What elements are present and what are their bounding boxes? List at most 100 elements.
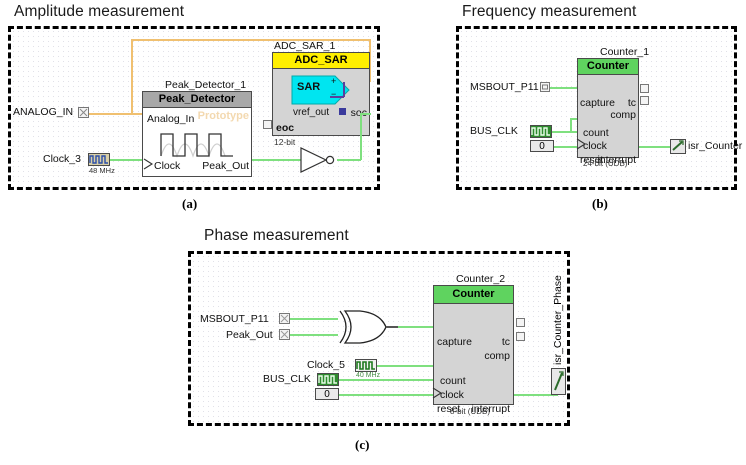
clock-input-marker-icon — [143, 158, 154, 170]
clock-input-marker-icon — [576, 138, 587, 150]
pin-reset-c: reset — [437, 403, 461, 415]
clock3-icon — [88, 153, 110, 166]
msbout-terminal-c — [279, 313, 290, 324]
sar-minus-sign: − — [331, 89, 337, 99]
wire-soc-riser — [360, 113, 362, 160]
counter1-width-label: 24-bit (UDB) — [583, 159, 628, 168]
wire-vref-loop — [330, 96, 344, 98]
adc-resolution-label: 12-bit — [274, 137, 296, 147]
panel-a-caption: (a) — [182, 196, 198, 211]
wire-clock3-to-peakdet — [110, 159, 171, 161]
pin-interrupt: interrupt — [597, 154, 636, 166]
msbout-label-c: MSBOUT_P11 — [200, 313, 269, 325]
const-zero-value-c: 0 — [324, 389, 330, 400]
wire-inverter-to-soc — [337, 159, 361, 161]
panel-b-title: Frequency measurement — [462, 3, 637, 20]
adc-sar-block[interactable]: ADC_SAR SAR + − vref_out eoc soc — [272, 52, 370, 136]
wire-const-to-reset-c — [339, 394, 446, 396]
xor-gate-icon[interactable] — [334, 309, 390, 345]
wire-analog-riser — [131, 39, 133, 114]
isr-counter-phase-block[interactable] — [551, 368, 566, 395]
pin-comp: comp — [610, 109, 636, 121]
clock3-frequency: 48 MHz — [89, 166, 115, 175]
wire-interrupt-to-isr — [639, 146, 671, 148]
panel-a-title: Amplitude measurement — [14, 3, 185, 20]
clock3-label: Clock_3 — [43, 153, 81, 165]
wire-analog-top — [131, 39, 370, 41]
adc-sar-body: SAR + − vref_out eoc soc — [273, 69, 369, 136]
wire-msbout-to-xor — [290, 318, 338, 320]
wire-clock5-to-count — [377, 365, 446, 367]
pin-count: count — [583, 127, 609, 139]
clock5-frequency: 40 MHz — [356, 372, 381, 379]
panel-c-caption: (c) — [355, 437, 370, 452]
wire-vref-loop-vertical — [343, 82, 345, 97]
peak-detector-block[interactable]: Peak_Detector Analog_In Clock Peak_Out P… — [142, 91, 252, 177]
tc-terminal-c — [516, 318, 525, 327]
pin-comp-c: comp — [484, 350, 510, 362]
counter1-instance-label: Counter_1 — [600, 46, 650, 58]
pin-soc: soc — [350, 107, 367, 119]
wire-busclk-to-clock-c — [339, 379, 446, 381]
pin-capture: capture — [580, 97, 616, 109]
counter2-block[interactable]: Counter capture count clock reset tc com… — [432, 285, 514, 415]
busclk-icon-c — [317, 373, 339, 386]
peak-detector-watermark: Prototype — [197, 110, 249, 122]
wire-soc-into-adc — [360, 113, 371, 115]
isr-counter-phase-label: isr_Counter_Phase — [552, 275, 564, 365]
wire-peakout-to-xor — [290, 334, 338, 336]
pin-peak-out: Peak_Out — [202, 160, 249, 172]
busclk-icon — [530, 125, 552, 138]
clock5-icon — [355, 359, 377, 372]
pin-interrupt-c: interrupt — [471, 403, 510, 415]
wire-xor-out-to-capture — [398, 326, 446, 328]
busclk-label: BUS_CLK — [470, 125, 518, 137]
counter1-block[interactable]: Counter capture count clock reset tc com… — [576, 58, 639, 166]
comp-terminal — [640, 96, 649, 105]
msbout-label: MSBOUT_P11 — [470, 81, 539, 93]
peak-detector-header: Peak_Detector — [143, 92, 251, 108]
counter2-instance-label: Counter_2 — [456, 273, 506, 285]
pin-tc-c: tc — [501, 336, 510, 348]
counter2-width-label: 8-bit (UDB) — [450, 407, 491, 416]
pin-reset: reset — [580, 154, 604, 166]
pin-count-c: count — [440, 375, 466, 387]
peakout-label-c: Peak_Out — [226, 329, 273, 341]
peakout-terminal-c — [279, 329, 290, 340]
analog-in-label: ANALOG_IN — [13, 106, 74, 118]
panel-frequency-measurement: Frequency measurement MSBOUT_P11 BUS_CLK… — [440, 0, 746, 220]
isr-counter-block[interactable] — [670, 139, 686, 154]
const-zero-value: 0 — [539, 141, 545, 152]
peak-detector-instance-label: Peak_Detector_1 — [165, 79, 247, 91]
const-zero-block[interactable]: 0 — [530, 140, 554, 152]
counter1-body: capture count clock reset tc comp interr… — [576, 75, 638, 166]
msbout-terminal — [540, 82, 550, 92]
analog-in-terminal — [78, 107, 89, 118]
wire-count-riser — [570, 118, 572, 132]
comp-terminal-c — [516, 332, 525, 341]
pin-clock-c: clock — [440, 389, 464, 401]
const-zero-block-c[interactable]: 0 — [315, 388, 339, 400]
sar-core-label: SAR — [297, 81, 321, 93]
peak-detector-waveform-icon — [160, 133, 233, 158]
vref-out-terminal — [339, 108, 346, 115]
isr-counter-label: isr_Counter — [688, 140, 743, 152]
inverter-gate-icon[interactable] — [300, 147, 338, 173]
wire-peakout-to-inverter — [252, 159, 301, 161]
busclk-label-c: BUS_CLK — [263, 373, 311, 385]
wire-interrupt-to-isr-c — [514, 394, 558, 396]
counter2-body: capture count clock reset tc comp interr… — [432, 304, 513, 415]
wire-xor-to-capture — [386, 326, 399, 328]
pin-capture-c: capture — [437, 336, 473, 348]
pin-vref-out: vref_out — [293, 107, 330, 118]
eoc-external-terminal — [263, 120, 272, 129]
clock-input-marker-icon — [432, 387, 443, 399]
panel-b-caption: (b) — [592, 196, 608, 211]
tc-terminal — [640, 84, 649, 93]
adc-sar-header: ADC_SAR — [273, 53, 369, 69]
adc-instance-label: ADC_SAR_1 — [274, 40, 336, 52]
pin-tc: tc — [627, 97, 636, 109]
panel-amplitude-measurement: Amplitude measurement ANALOG_IN Clock_3 … — [0, 0, 390, 220]
sar-plus-sign: + — [331, 76, 337, 86]
wire-analog-in — [88, 113, 170, 115]
